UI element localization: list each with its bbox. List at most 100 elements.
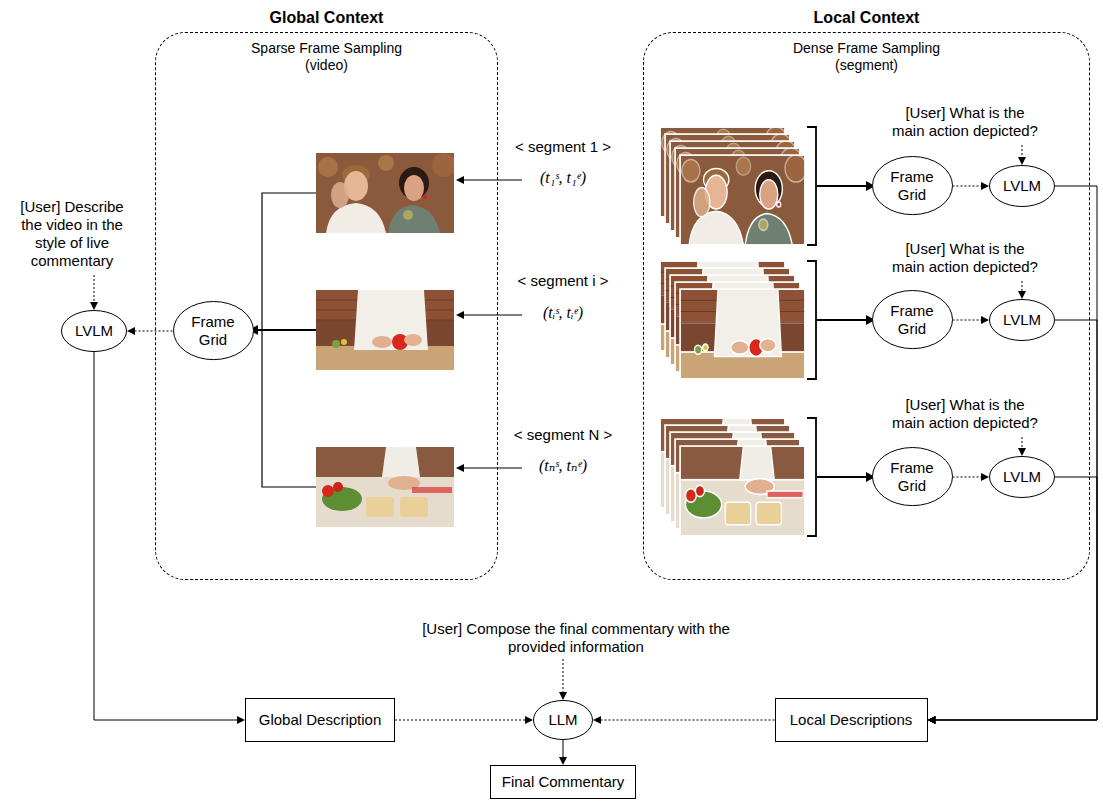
prompt-label: [User] What is the main action depicted? [890,104,1040,140]
text-stack: Frame Grid [188,313,238,349]
prompt-label: [User] What is the main action depicted? [890,396,1040,432]
segment-label: < segment 1 > [503,138,623,156]
connector [953,182,990,190]
segment-arrow [464,180,522,181]
arrowhead [928,716,936,724]
prompt-label: [User] What is the main action depicted? [890,240,1040,276]
dense-frames [660,127,807,536]
text-stack: LVLM [1003,468,1041,486]
segment-label: < segment N > [503,426,623,444]
arrowhead [456,464,464,472]
frame-stack [660,127,807,245]
ellipse-shape [534,701,593,740]
prompt-label: [User] Describe the video in the style o… [8,198,136,270]
description-box: Local Descriptions [775,698,928,742]
arrowhead [1018,448,1026,456]
frame-edge [680,446,805,536]
video-frame [316,153,456,233]
node-label: Global Description [259,711,382,729]
video-frame [680,289,805,379]
model-ellipse: LVLM [989,456,1055,498]
thick-arrow [258,329,316,331]
timestamp-label: (tₙˢ, tₙᵉ) [523,456,603,476]
text-stack: LVLM [1003,311,1041,329]
arrowhead [981,316,989,324]
frame-grid-ellipse: Frame Grid [872,290,953,349]
frame-join [258,193,316,487]
node-label: LVLM [1003,311,1041,329]
segment-arrow [464,468,522,469]
connector-line [94,352,238,720]
frame-stack [660,261,805,379]
arrowhead [90,302,98,310]
arrowhead [928,716,936,724]
context-region: Global ContextSparse Frame Sampling (vid… [155,6,498,580]
node-label: LVLM [1003,468,1041,486]
connector-line [134,330,173,331]
frame-grid-ellipse: Frame Grid [173,301,254,360]
timestamp-label: (tᵢˢ, tᵢᵉ) [523,303,603,323]
prompt-leaders [94,145,1022,692]
ellipse-shape [62,311,127,352]
node-label: LVLM [1003,177,1041,195]
connector-line [600,720,775,721]
leader-line [1022,437,1023,448]
arrowhead [456,176,464,184]
text-stack: Frame Grid [887,302,937,338]
node-label: Frame Grid [887,168,937,204]
arrowhead [981,473,989,481]
prompt-arrowheads [90,157,1026,700]
ellipse-shape [872,157,952,215]
prompt-label: [User] Compose the final commentary with… [404,620,749,656]
ellipse-shape [990,300,1055,341]
connector [928,477,1098,724]
frame-edge [680,155,805,245]
connector [94,352,245,724]
frame-stack [660,418,805,536]
brackets [807,127,866,536]
node-label: Frame Grid [887,302,937,338]
frame-grid-ellipse: Frame Grid [872,156,953,215]
ellipse-shape [872,291,952,349]
model-ellipse: LLM [533,700,593,740]
region-heading: Local Context [643,8,1090,28]
sparse-frames [316,153,456,527]
node-label: Frame Grid [188,313,238,349]
output-box: Final Commentary [490,765,636,799]
context-region: Local ContextDense Frame Sampling (segme… [643,6,1090,580]
segment-arrowheads [456,176,464,472]
model-ellipse: LVLM [989,299,1055,341]
join-line [262,193,316,487]
segment-label: < segment i > [503,272,623,290]
frame-edge [680,289,805,379]
thick-arrow [817,476,866,478]
connector [953,473,990,481]
node-label: Frame Grid [887,459,937,495]
video-frame [680,155,807,245]
segment-arrows [464,180,522,468]
thick-arrow [817,185,866,187]
connector-line [953,319,983,320]
node-label: Local Descriptions [790,711,913,729]
bracket [807,418,816,536]
connector-line [395,720,526,721]
leader-line [1022,145,1023,157]
description-box: Global Description [245,698,395,742]
ellipse-shape [990,457,1055,498]
node-label: LVLM [75,322,113,340]
connector-line [935,320,1098,720]
arrowhead [1018,157,1026,165]
arrowhead [127,327,135,335]
ellipse-shape [872,448,952,506]
connector [928,320,1098,724]
ellipse-shape [173,302,253,360]
thick-arrow [817,319,866,321]
connector-line [953,185,983,186]
arrowhead [1018,291,1026,299]
region-subtitle: Sparse Frame Sampling (video) [242,40,412,74]
text-stack: LVLM [1003,177,1041,195]
bracket [807,127,816,245]
text-stack: LLM [548,711,577,729]
leader-line [563,659,564,692]
